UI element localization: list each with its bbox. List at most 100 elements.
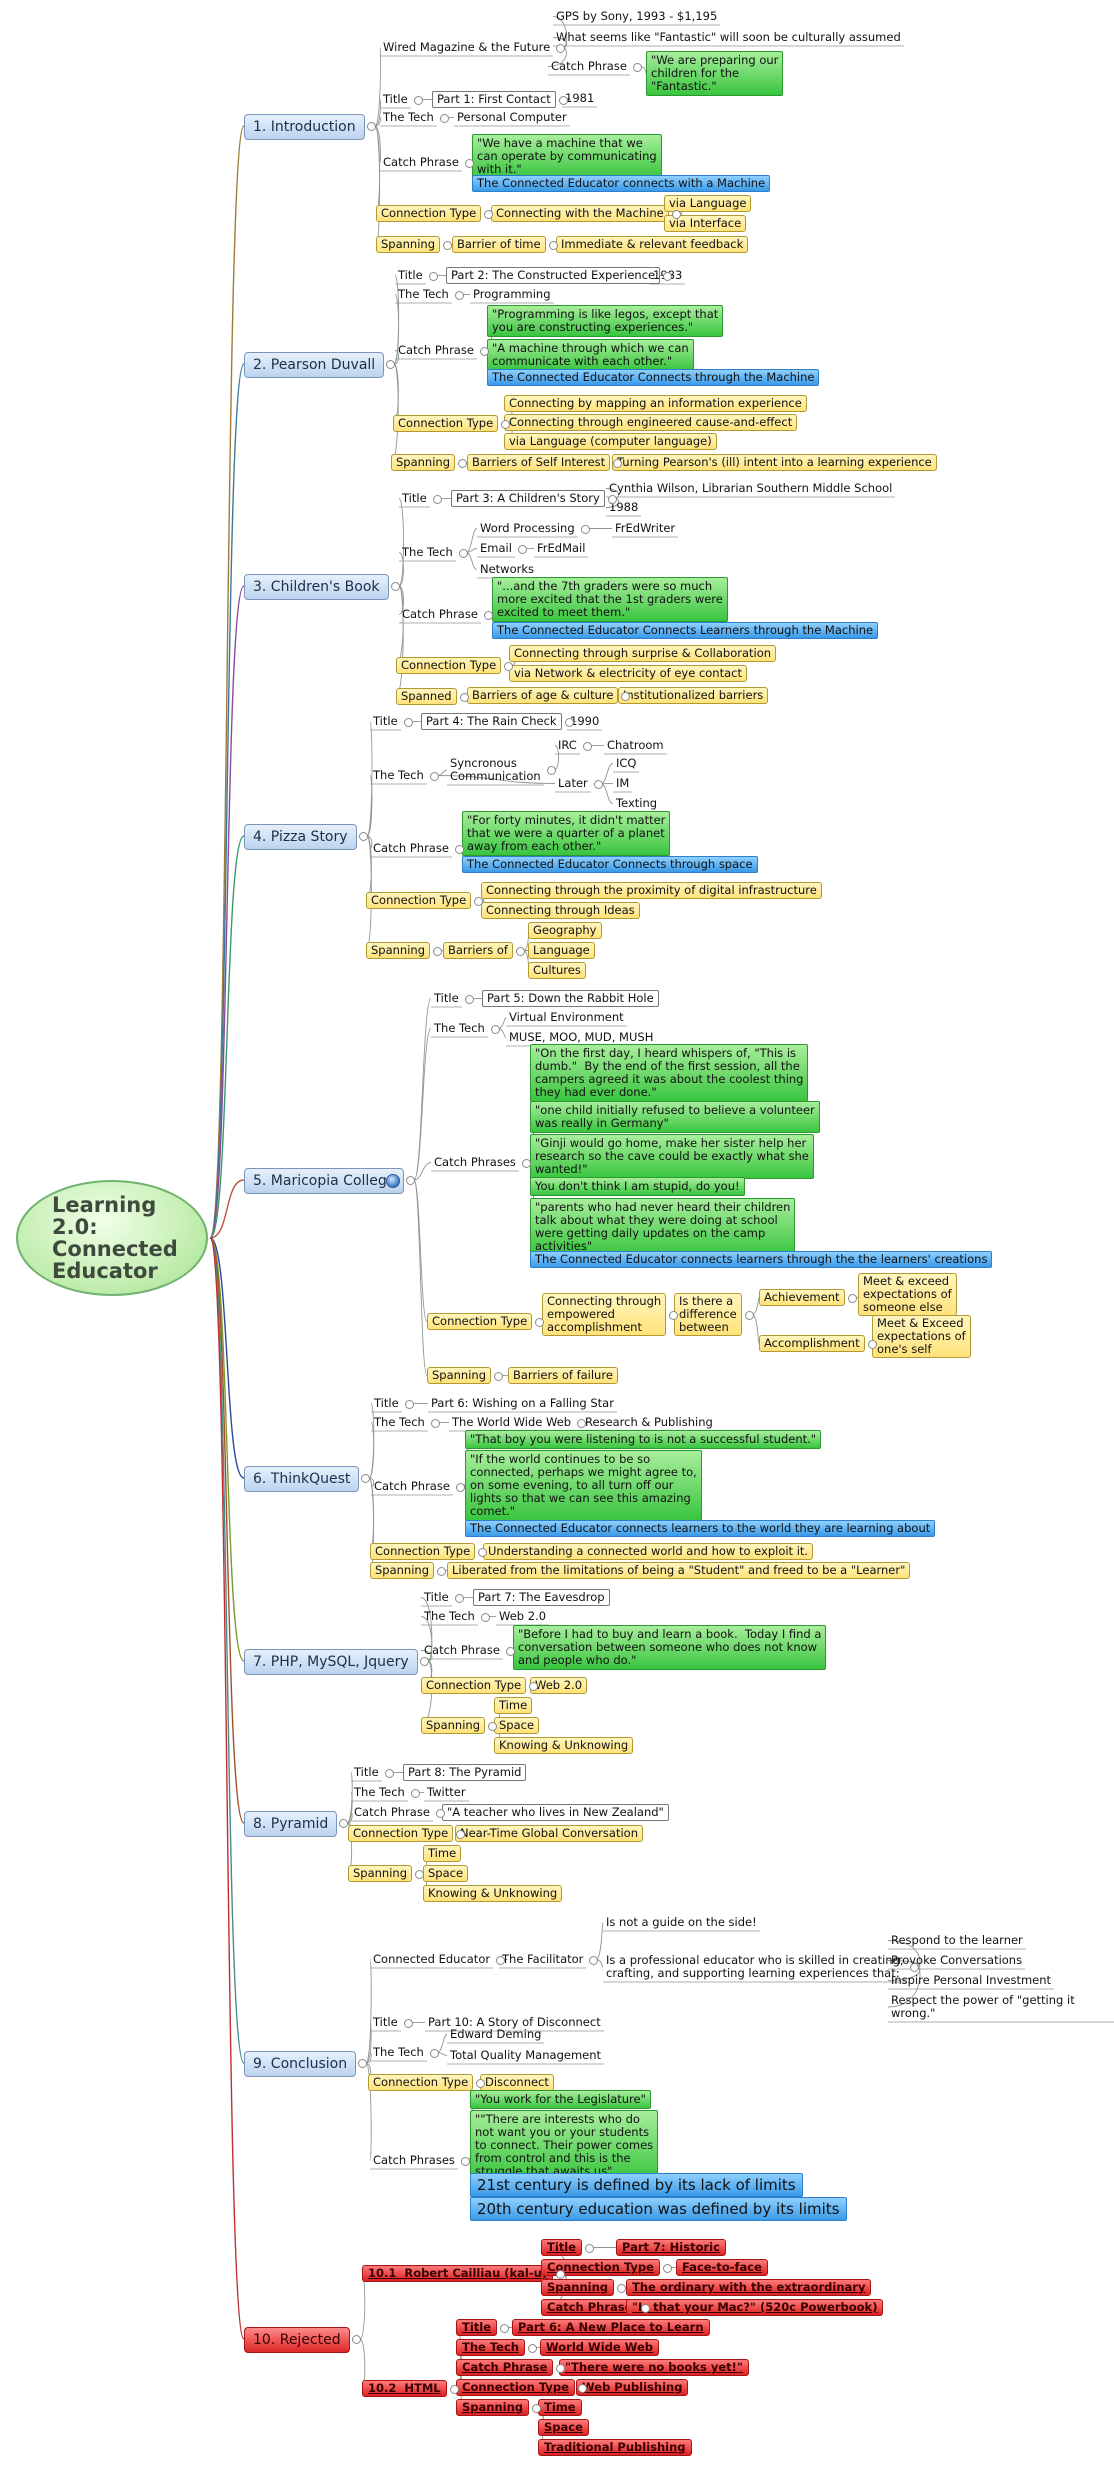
node-before-i-had-to-buy-and-learn-a-book-tod[interactable]: "Before I had to buy and learn a book. T… [513,1625,827,1670]
node-total-quality-management[interactable]: Total Quality Management [450,2048,602,2062]
collapse-toggle[interactable] [532,2403,541,2413]
collapse-toggle[interactable] [458,458,467,468]
node-the-connected-educator-connects-through-[interactable]: The Connected Educator Connects through … [462,856,758,873]
node-10-2-html[interactable]: 10.2 HTML [362,2380,447,2397]
node-that-boy-you-were-listening-to-is-not-a-[interactable]: "That boy you were listening to is not a… [465,1430,822,1449]
node-web-2-0[interactable]: Web 2.0 [530,1677,588,1694]
node-title[interactable]: Title [373,2015,398,2029]
collapse-toggle[interactable] [459,548,468,558]
node-spanning[interactable]: Spanning [421,1717,486,1734]
collapse-toggle[interactable] [411,1788,420,1798]
node-email[interactable]: Email [480,541,512,555]
collapse-toggle[interactable] [455,1593,464,1603]
node-part-4-the-rain-check[interactable]: Part 4: The Rain Check [421,713,562,730]
node-title[interactable]: Title [383,92,408,106]
node-on-the-first-day-i-heard-whispers-of-thi[interactable]: "On the first day, I heard whispers of, … [530,1044,809,1102]
node-the-world-wide-web[interactable]: The World Wide Web [452,1415,572,1429]
collapse-toggle[interactable] [391,582,400,591]
node-10-1-robert-cailliau-kal-u[interactable]: 10.1 Robert Cailliau (kal-u) [362,2265,554,2282]
collapse-toggle[interactable] [450,2384,459,2394]
node-the-tech[interactable]: The Tech [398,287,449,301]
node-connection-type[interactable]: Connection Type [366,892,472,909]
node-spanning[interactable]: Spanning [456,2399,530,2416]
node-respect-the-power-of-getting-it-wrong[interactable]: Respect the power of "getting it wrong." [891,1993,1079,2020]
node-catch-phrase[interactable]: Catch Phrase [424,1643,500,1657]
collapse-toggle[interactable] [577,1418,586,1428]
node-space[interactable]: Space [494,1717,540,1734]
node-the-tech[interactable]: The Tech [374,1415,425,1429]
collapse-toggle[interactable] [868,1339,877,1349]
collapse-toggle[interactable] [476,2078,485,2088]
branch-2-pearson-duvall[interactable]: 2. Pearson Duvall [244,352,385,378]
node-you-don-t-think-i-am-stupid-do-you[interactable]: You don't think I am stupid, do you! [530,1177,745,1196]
collapse-toggle[interactable] [404,2018,413,2028]
node-face-to-face[interactable]: Face-to-face [676,2259,768,2276]
node-spanning[interactable]: Spanning [370,1562,435,1579]
node-catch-phrase[interactable]: Catch Phrase [541,2299,639,2316]
node-the-tech[interactable]: The Tech [383,110,434,124]
node-the-tech[interactable]: The Tech [373,768,424,782]
node-title[interactable]: Title [354,1765,379,1779]
branch-6-thinkquest[interactable]: 6. ThinkQuest [244,1466,360,1492]
node-the-connected-educator-connects-learners[interactable]: The Connected Educator Connects Learners… [492,622,879,639]
collapse-toggle[interactable] [516,946,525,956]
collapse-toggle[interactable] [429,271,438,281]
collapse-toggle[interactable] [547,766,556,775]
node-fredmail[interactable]: FrEdMail [537,541,586,555]
node-catch-phrase[interactable]: Catch Phrase [373,841,449,855]
node-part-6-a-new-place-to-learn[interactable]: Part 6: A New Place to Learn [512,2319,710,2336]
node-21st-century-is-defined-by-its-lack-of-l[interactable]: 21st century is defined by its lack of l… [470,2173,803,2197]
node-part-7-the-eavesdrop[interactable]: Part 7: The Eavesdrop [473,1589,610,1606]
collapse-toggle[interactable] [474,896,483,906]
node-part-1-first-contact[interactable]: Part 1: First Contact [432,91,556,108]
node-the-tech[interactable]: The Tech [402,545,453,559]
node-im[interactable]: IM [616,776,630,790]
node-accomplishment[interactable]: Accomplishment [759,1335,865,1352]
collapse-toggle[interactable] [613,458,622,468]
node-virtual-environment[interactable]: Virtual Environment [509,1010,624,1024]
node-institutionalized-barriers[interactable]: Institutionalized barriers [618,687,769,704]
node-barriers-of-age-culture[interactable]: Barriers of age & culture [467,687,619,704]
node-programming[interactable]: Programming [473,287,551,301]
node-the-tech[interactable]: The Tech [354,1785,405,1799]
node-the-connected-educator-connects-with-a-m[interactable]: The Connected Educator connects with a M… [472,175,771,192]
collapse-toggle[interactable] [455,844,464,854]
node-geography[interactable]: Geography [528,922,602,939]
branch-3-children-s-book[interactable]: 3. Children's Book [244,574,389,600]
collapse-toggle[interactable] [386,360,395,369]
node-we-are-preparing-our-children-for-the-fa[interactable]: "We are preparing our children for the "… [646,51,784,96]
node-is-there-a-difference-between[interactable]: Is there a difference between [674,1293,742,1336]
collapse-toggle[interactable] [556,2363,565,2373]
collapse-toggle[interactable] [484,610,493,620]
node-spanning[interactable]: Spanning [376,236,441,253]
node-there-were-no-books-yet[interactable]: "There were no books yet!" [559,2359,749,2376]
collapse-toggle[interactable] [589,1955,598,1965]
node-the-tech[interactable]: The Tech [373,2045,424,2059]
collapse-toggle[interactable] [501,419,510,429]
branch-8-pyramid[interactable]: 8. Pyramid [244,1811,338,1837]
node-parents-who-had-never-heard-their-childr[interactable]: "parents who had never heard their child… [530,1198,796,1256]
node-connection-type[interactable]: Connection Type [541,2259,660,2276]
node-title[interactable]: Title [398,268,423,282]
node-web-publishing[interactable]: Web Publishing [576,2379,689,2396]
node-meet-exceed-expectations-of-someone-else[interactable]: Meet & exceed expectations of someone el… [858,1273,957,1316]
branch-4-pizza-story[interactable]: 4. Pizza Story [244,824,357,850]
collapse-toggle[interactable] [633,62,642,72]
node-title[interactable]: Title [402,491,427,505]
branch-1-introduction[interactable]: 1. Introduction [244,114,365,140]
node-you-work-for-the-legislature[interactable]: "You work for the Legislature" [470,2090,651,2109]
collapse-toggle[interactable] [404,717,413,727]
collapse-toggle[interactable] [430,771,439,781]
node-the-ordinary-with-the-extraordinary[interactable]: The ordinary with the extraordinary [626,2279,872,2296]
collapse-toggle[interactable] [496,1955,505,1965]
node-web-2-0[interactable]: Web 2.0 [499,1609,547,1623]
collapse-toggle[interactable] [430,2048,439,2058]
collapse-toggle[interactable] [494,1371,503,1381]
collapse-toggle[interactable] [440,113,449,123]
node-connection-type[interactable]: Connection Type [376,205,482,222]
node-part-8-the-pyramid[interactable]: Part 8: The Pyramid [403,1764,527,1781]
node-if-the-world-continues-to-be-so-connecte[interactable]: "If the world continues to be so connect… [465,1450,702,1521]
collapse-toggle[interactable] [585,2243,594,2253]
collapse-toggle[interactable] [436,1808,445,1818]
collapse-toggle[interactable] [581,524,590,534]
